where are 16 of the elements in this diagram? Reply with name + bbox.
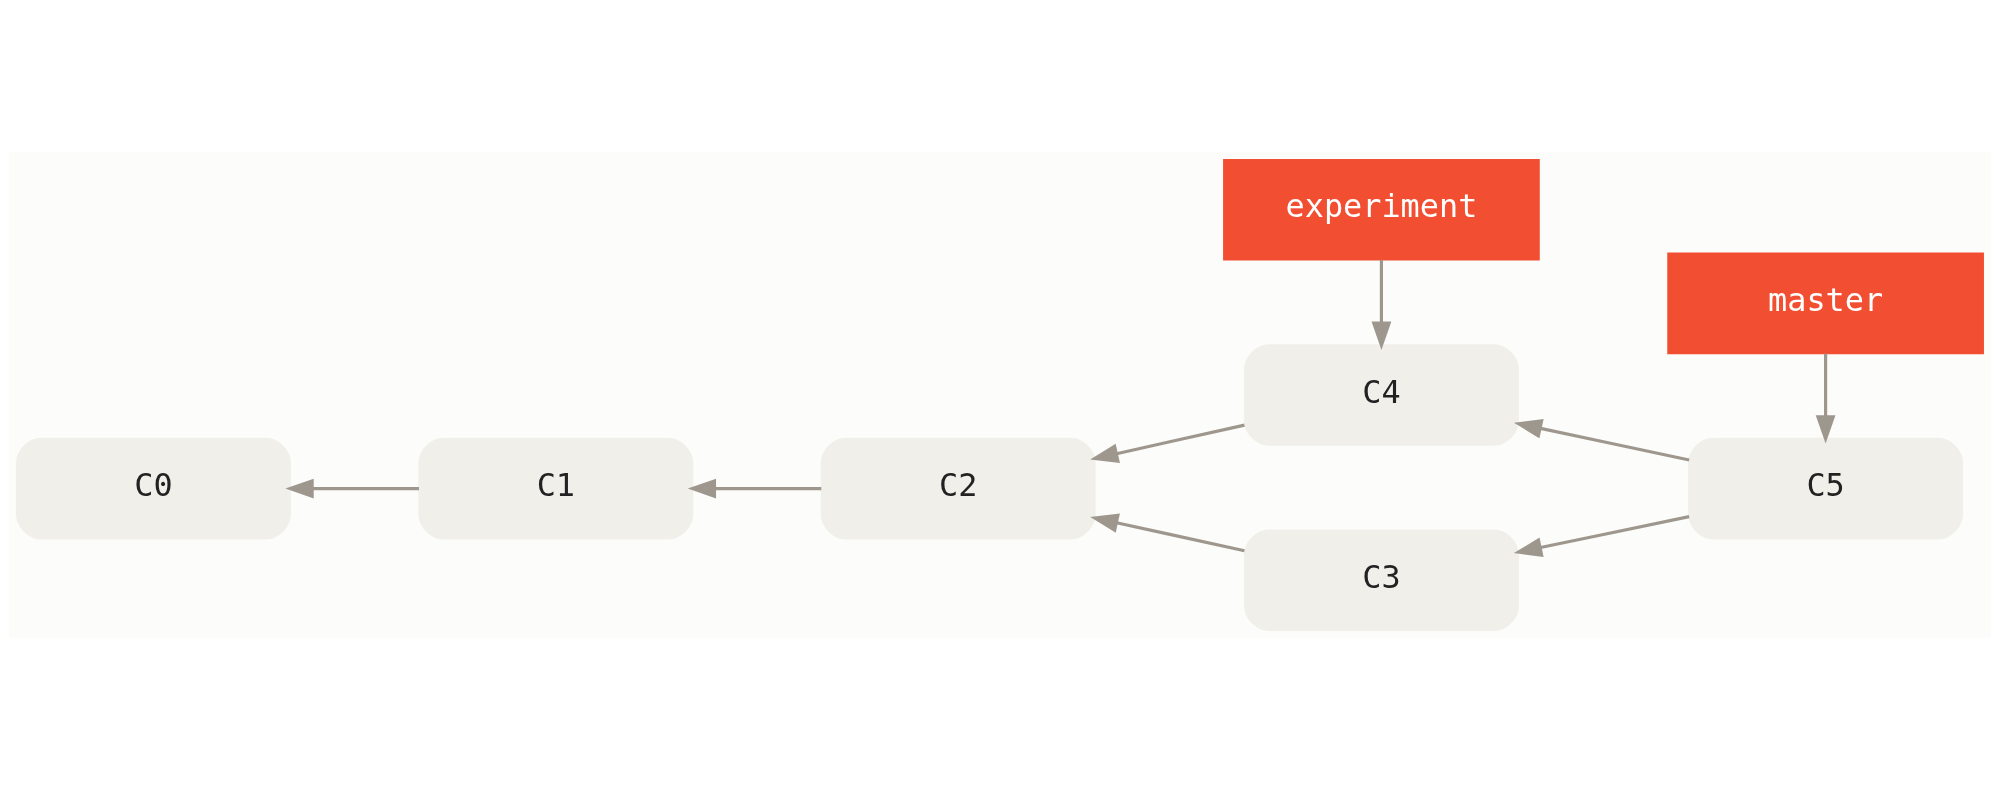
node-box: master <box>1667 252 1984 355</box>
arrow <box>285 478 419 499</box>
arrow <box>1090 513 1245 553</box>
node-box: C1 <box>418 437 694 540</box>
arrow <box>687 478 822 499</box>
arrow <box>1815 353 1836 444</box>
arrow <box>1371 260 1392 350</box>
node-box: C0 <box>16 437 291 540</box>
arrow <box>1513 418 1690 462</box>
node-box: C2 <box>820 437 1096 540</box>
node-box: experiment <box>1223 158 1540 261</box>
node-box: C4 <box>1244 344 1519 446</box>
node-box: C5 <box>1688 437 1964 540</box>
arrow <box>1513 515 1690 557</box>
node-box: C3 <box>1244 529 1519 632</box>
arrow <box>1090 423 1245 464</box>
